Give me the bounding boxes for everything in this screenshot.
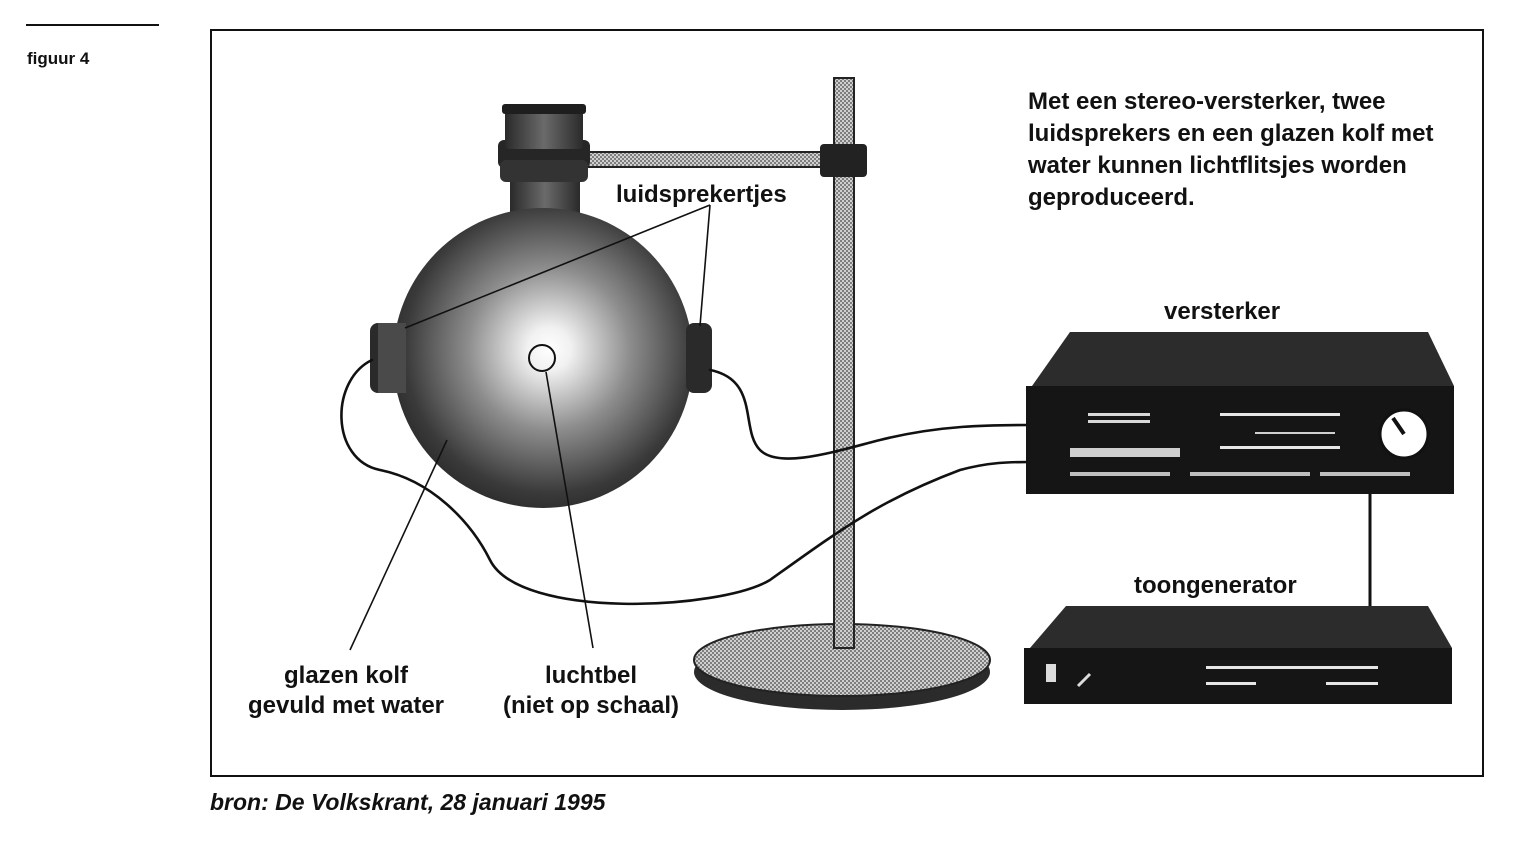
right-speaker xyxy=(686,323,712,393)
glass-flask xyxy=(393,208,693,508)
stand-base xyxy=(693,623,991,710)
stand-rod xyxy=(833,77,855,649)
label-speakers: luidsprekertjes xyxy=(616,181,787,208)
label-flask: glazen kolf gevuld met water xyxy=(228,661,464,721)
label-flask-line1: glazen kolf xyxy=(283,662,409,689)
label-tone-generator: toongenerator xyxy=(1134,572,1297,599)
clamp-block xyxy=(820,144,867,177)
label-bubble: luchtbel (niet op schaal) xyxy=(486,661,696,721)
left-speaker xyxy=(370,323,406,393)
label-bubble-line1: luchtbel xyxy=(544,662,637,689)
label-bubble-line2: (niet op schaal) xyxy=(502,692,680,719)
tone-generator-illustration xyxy=(1024,606,1452,704)
figure-frame xyxy=(210,29,1484,777)
figure-number: figuur 4 xyxy=(27,49,90,68)
amplifier-illustration xyxy=(1026,332,1454,494)
clamp-arm xyxy=(577,151,831,168)
figure-source: bron: De Volkskrant, 28 januari 1995 xyxy=(210,789,606,815)
leader-lines xyxy=(349,204,711,651)
label-amplifier: versterker xyxy=(1164,298,1281,325)
label-flask-line2: gevuld met water xyxy=(247,692,445,719)
top-rule xyxy=(26,24,159,26)
figure-caption: Met een stereo-versterker, twee luidspre… xyxy=(1028,88,1434,211)
air-bubble xyxy=(528,344,556,372)
speaker-cables xyxy=(340,358,1032,606)
